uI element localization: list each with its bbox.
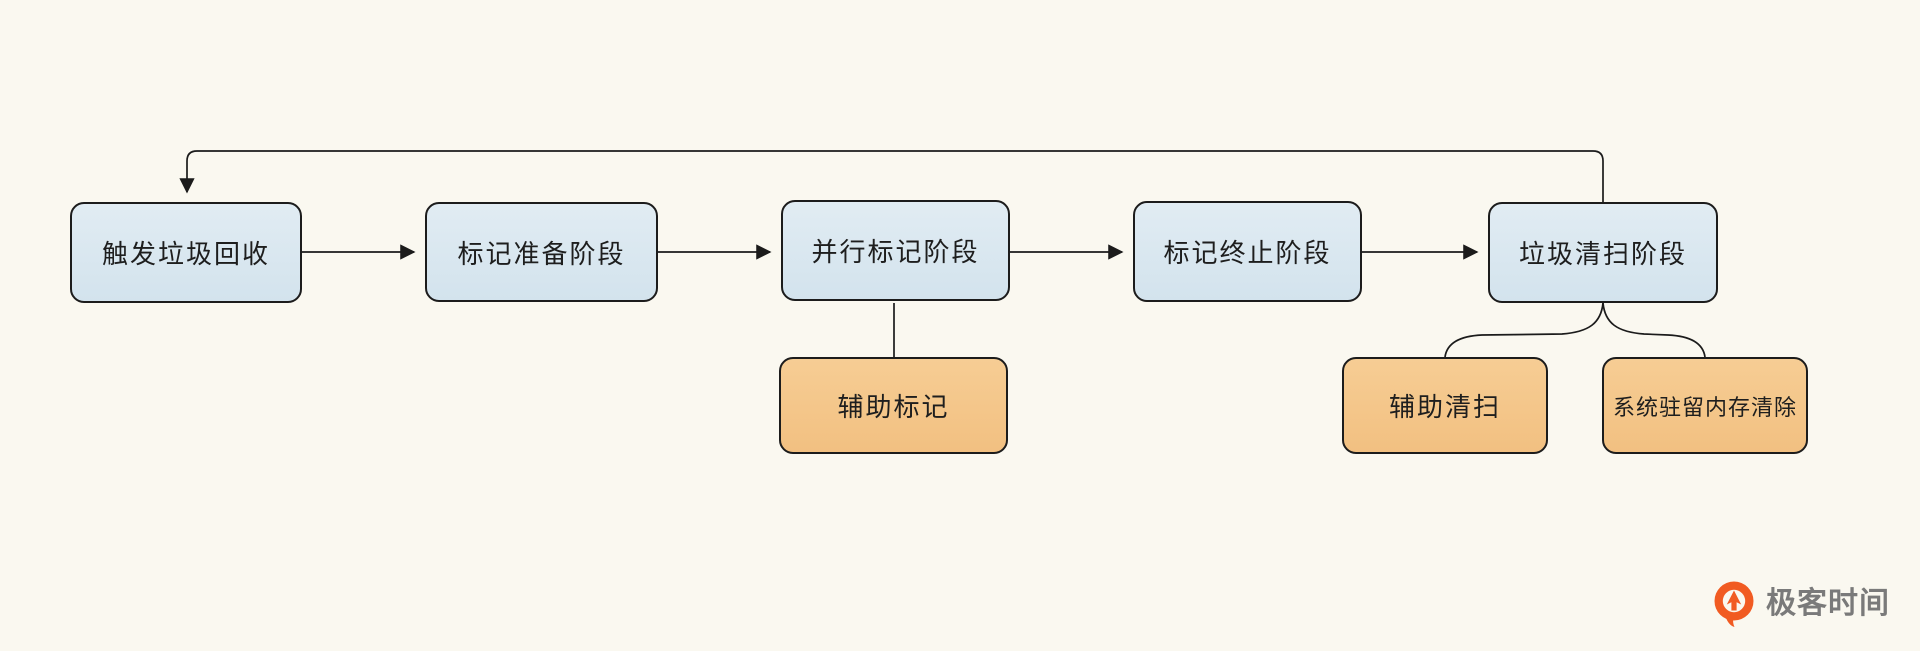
- geektime-logo-text: 极客时间: [1766, 587, 1890, 620]
- node-assist-sweep: 辅助清扫: [1342, 357, 1548, 454]
- curve-sweep-to-scavenge: [1602, 302, 1706, 358]
- node-garbage-sweep-phase: 垃圾清扫阶段: [1488, 202, 1718, 303]
- node-parallel-mark-phase: 并行标记阶段: [781, 200, 1010, 301]
- node-mark-termination-phase: 标记终止阶段: [1133, 201, 1362, 302]
- geektime-logo: 极客时间: [1712, 580, 1890, 628]
- node-mark-prepare-phase: 标记准备阶段: [425, 202, 658, 302]
- node-trigger-gc: 触发垃圾回收: [70, 202, 302, 303]
- geektime-pin-icon: [1714, 581, 1754, 627]
- curve-sweep-to-assistsweep: [1444, 302, 1604, 358]
- node-assist-mark: 辅助标记: [779, 357, 1008, 454]
- arrow-sweep-loop-to-trigger: [179, 150, 1604, 202]
- node-system-memory-release: 系统驻留内存清除: [1602, 357, 1808, 454]
